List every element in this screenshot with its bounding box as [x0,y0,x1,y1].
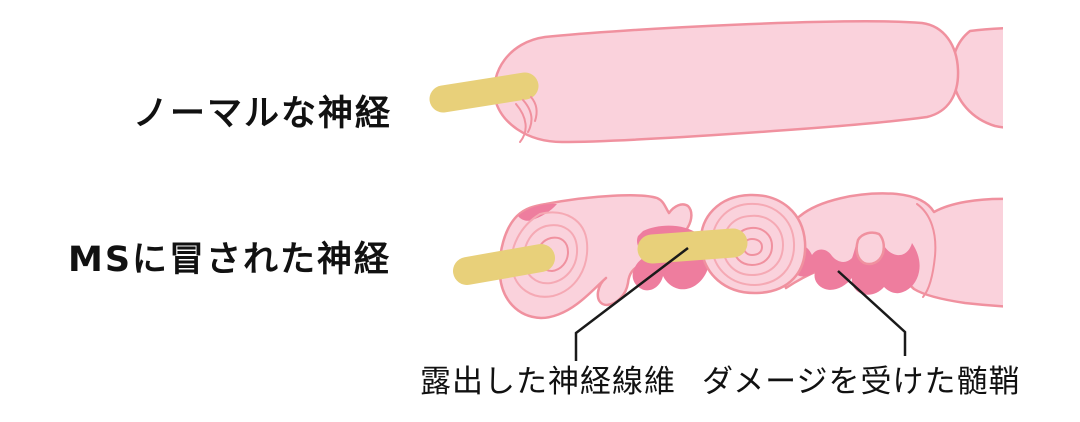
ms-damaged-myelin-area [787,238,920,295]
normal-myelin-segment-1 [492,20,960,144]
ms-right-roll-spiral-1 [710,202,796,287]
ms-nerve-illustration [453,192,1003,361]
label-exposed-nerve-fiber: 露出した神経線維 [420,364,676,400]
label-normal-nerve: ノーマルな神経 [133,94,393,134]
pointer-line-damaged-myelin [837,270,907,356]
label-damaged-myelin: ダメージを受けた髄鞘 [702,364,1021,400]
ms-damaged-wedge [518,203,557,221]
pointer-line-exposed-fiber [574,247,689,361]
ms-right-segment-crease [916,203,937,298]
normal-myelin-segment-2 [951,27,1003,129]
ms-right-roll [699,193,807,295]
ms-axon-left [453,244,555,285]
normal-sheath-wrap-arc-1 [530,96,538,122]
ms-exposed-axon [637,228,748,264]
normal-sheath-wrap-arc-3 [515,103,527,143]
normal-sheath-wrap-arc-2 [522,99,533,133]
normal-nerve-illustration [429,20,1003,144]
label-ms-nerve: MSに冒された神経 [68,240,392,280]
normal-axon [429,72,539,113]
ms-myelin-flap [855,231,886,266]
